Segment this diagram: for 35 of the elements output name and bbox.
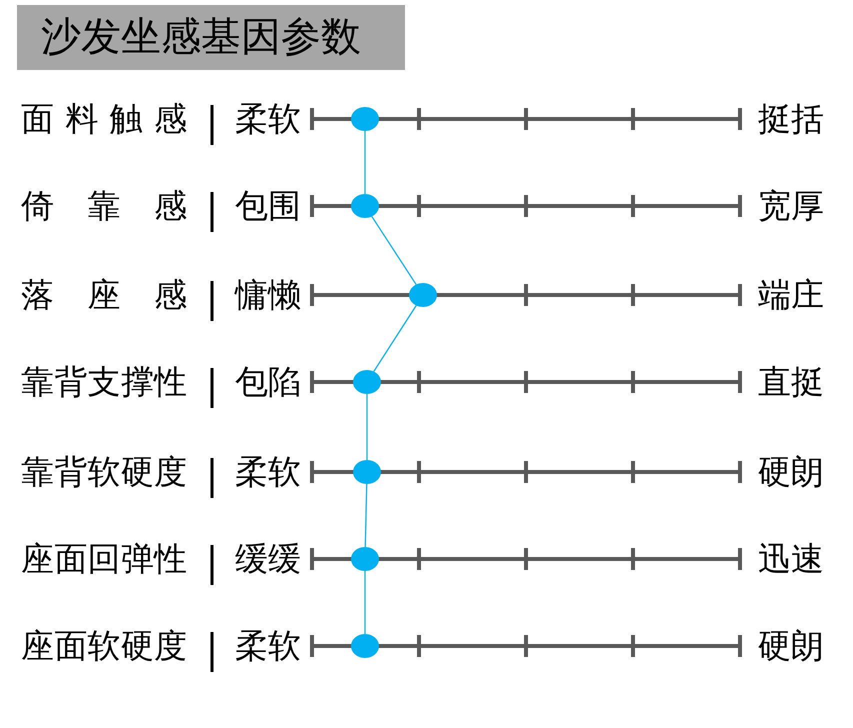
connector-line	[364, 571, 366, 634]
connector-line	[364, 484, 368, 548]
connector-line	[364, 131, 366, 194]
pole-label: 硬朗	[758, 452, 824, 492]
connector-line	[366, 394, 368, 460]
pole-label: 迅速	[758, 539, 824, 579]
pole-label: 端庄	[758, 275, 824, 315]
attribute-label: 靠背软硬度	[21, 452, 187, 492]
pole-label: 柔软	[235, 99, 301, 139]
data-point	[351, 107, 379, 131]
data-point	[409, 283, 437, 307]
pole-label: 缓缓	[235, 539, 301, 579]
pole-label: 宽厚	[758, 186, 824, 226]
pole-label: 柔软	[235, 626, 301, 666]
pole-label: 包陷	[235, 362, 301, 402]
data-point	[351, 634, 379, 658]
data-point	[351, 547, 379, 571]
title-banner: 沙发坐感基因参数	[17, 5, 405, 70]
connector-line	[373, 305, 417, 372]
pole-label: 直挺	[758, 362, 824, 402]
connector-line	[371, 216, 417, 285]
pole-label: 挺括	[758, 99, 824, 139]
attribute-label: 倚靠感	[21, 186, 187, 226]
data-point	[353, 460, 381, 484]
attribute-label: 座面回弹性	[21, 539, 187, 579]
data-point	[353, 370, 381, 394]
attribute-label: 座面软硬度	[21, 626, 187, 666]
attribute-label: 靠背支撑性	[21, 362, 187, 402]
pole-label: 硬朗	[758, 626, 824, 666]
pole-label: 包围	[235, 186, 301, 226]
data-point	[351, 194, 379, 218]
pole-label: 慵懒	[235, 275, 301, 315]
pole-label: 柔软	[235, 452, 301, 492]
attribute-label: 落座感	[21, 275, 187, 315]
attribute-label: 面料触感	[21, 99, 187, 139]
